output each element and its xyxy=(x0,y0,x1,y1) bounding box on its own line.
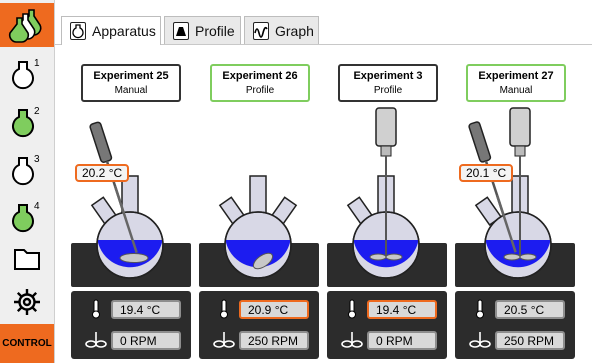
temperature-field[interactable]: 20.9 °C xyxy=(239,300,309,319)
tab-label: Apparatus xyxy=(92,23,156,39)
control-panel: 19.4 °C 0 RPM xyxy=(327,291,447,359)
experiment-mode: Profile xyxy=(373,85,403,96)
thermometer-icon xyxy=(348,299,356,319)
experiment-name: Experiment 26 xyxy=(222,70,298,82)
folder-icon xyxy=(14,249,40,270)
temperature-field[interactable]: 19.4 °C xyxy=(367,300,437,319)
vessel-number: 3 xyxy=(34,154,40,165)
vessel-number: 1 xyxy=(34,58,40,69)
tab-graph[interactable]: Graph xyxy=(244,16,319,44)
sidebar-item-vessel-4[interactable]: 4 xyxy=(0,195,54,239)
sidebar-item-settings[interactable] xyxy=(0,280,54,324)
control-button[interactable]: CONTROL xyxy=(0,324,54,363)
vessel-number: 4 xyxy=(34,201,40,212)
flask-illustration[interactable] xyxy=(71,118,191,283)
rpm-field[interactable]: 0 RPM xyxy=(367,331,437,350)
experiment-label[interactable]: Experiment 27 Manual xyxy=(466,64,566,102)
temperature-field[interactable]: 19.4 °C xyxy=(111,300,181,319)
flask-illustration[interactable] xyxy=(199,118,319,283)
tab-profile[interactable]: Profile xyxy=(164,16,241,44)
thermometer-icon xyxy=(476,299,484,319)
experiment-mode: Manual xyxy=(114,85,148,96)
thermometer-icon xyxy=(220,299,228,319)
experiment-label[interactable]: Experiment 25 Manual xyxy=(81,64,181,102)
stirrer-icon xyxy=(85,332,107,348)
experiment-mode: Manual xyxy=(499,85,533,96)
rpm-field[interactable]: 250 RPM xyxy=(495,331,565,350)
experiment-mode: Profile xyxy=(245,85,275,96)
profile-icon xyxy=(173,21,189,40)
experiment-label[interactable]: Experiment 26 Profile xyxy=(210,64,310,102)
tab-apparatus[interactable]: Apparatus xyxy=(61,16,161,45)
vessel-number: 2 xyxy=(34,106,40,117)
experiment-name: Experiment 25 xyxy=(93,70,169,82)
experiment-label[interactable]: Experiment 3 Profile xyxy=(338,64,438,102)
flask-illustration[interactable] xyxy=(455,107,575,283)
experiment-name: Experiment 3 xyxy=(353,70,423,82)
stirrer-icon xyxy=(469,332,491,348)
rpm-field[interactable]: 0 RPM xyxy=(111,331,181,350)
tab-label: Graph xyxy=(275,22,314,39)
control-panel: 19.4 °C 0 RPM xyxy=(71,291,191,359)
flasks-group-icon xyxy=(8,9,42,43)
sidebar-item-vessel-2[interactable]: 2 xyxy=(0,100,54,144)
sidebar-item-files[interactable] xyxy=(0,236,54,280)
gear-icon xyxy=(14,289,40,315)
flask-icon xyxy=(70,22,86,40)
sidebar: 1 2 3 4 CONTROL xyxy=(0,0,55,363)
flask-empty-icon: 1 xyxy=(12,58,40,90)
rpm-field[interactable]: 250 RPM xyxy=(239,331,309,350)
flask-empty-icon: 3 xyxy=(12,154,40,186)
control-panel: 20.9 °C 250 RPM xyxy=(199,291,319,359)
probe-temperature-label: 20.1 °C xyxy=(459,164,514,182)
experiment-name: Experiment 27 xyxy=(478,70,554,82)
temperature-field[interactable]: 20.5 °C xyxy=(495,300,565,319)
flask-green-icon: 4 xyxy=(12,201,40,233)
sidebar-item-all-vessels[interactable] xyxy=(0,3,54,47)
sidebar-item-vessel-3[interactable]: 3 xyxy=(0,148,54,192)
control-panel: 20.5 °C 250 RPM xyxy=(455,291,575,359)
thermometer-icon xyxy=(92,299,100,319)
stirrer-icon xyxy=(213,332,235,348)
stirrer-icon xyxy=(341,332,363,348)
flask-illustration[interactable] xyxy=(327,107,447,283)
graph-icon xyxy=(253,21,269,40)
flask-green-icon: 2 xyxy=(12,106,40,138)
sidebar-item-vessel-1[interactable]: 1 xyxy=(0,52,54,96)
tab-bar: Apparatus Profile Graph xyxy=(55,0,592,45)
tab-label: Profile xyxy=(195,22,235,39)
probe-temperature-label: 20.2 °C xyxy=(75,164,130,182)
